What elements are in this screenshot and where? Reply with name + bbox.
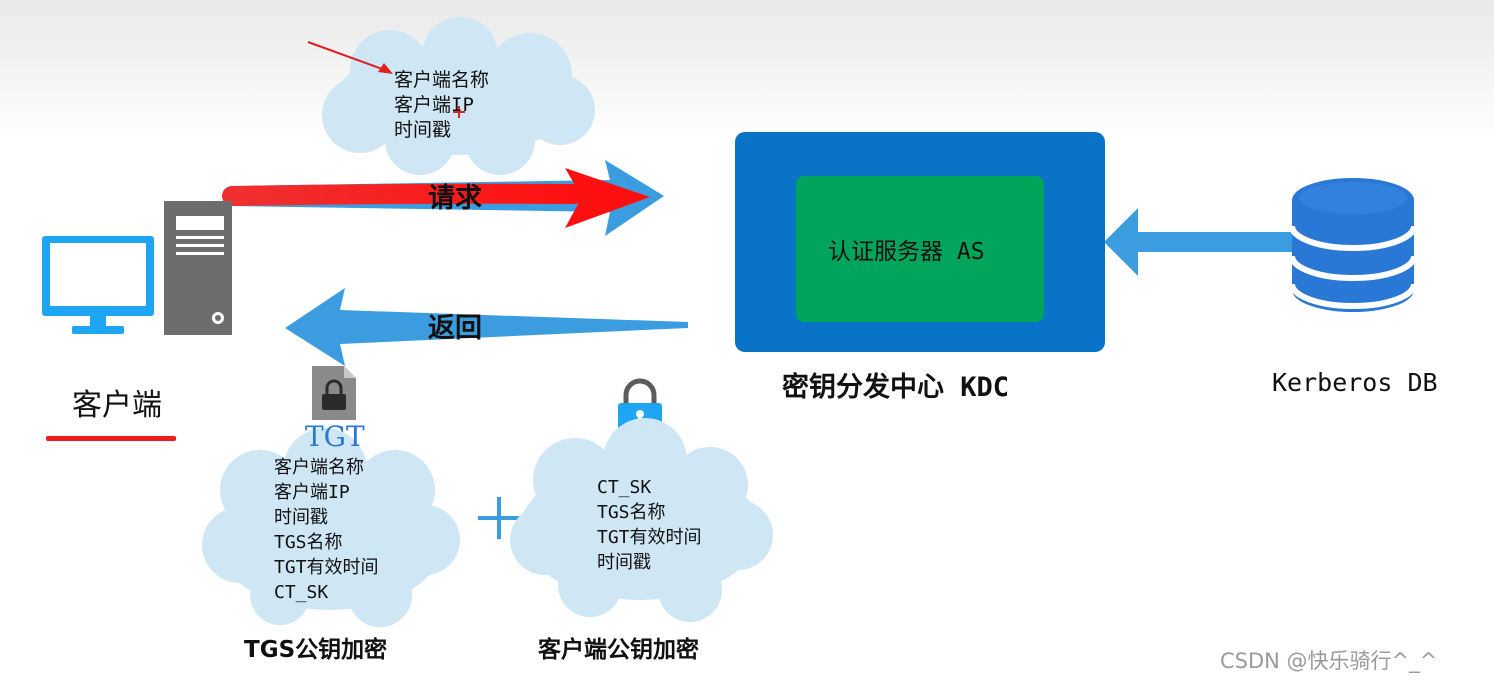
request-label: 请求 <box>428 183 482 214</box>
client-underline <box>46 436 176 441</box>
request-cloud-text: 客户端名称 客户端IP 时间戳 <box>394 68 489 143</box>
watermark: CSDN @快乐骑行^_^ <box>1220 649 1438 673</box>
request-cloud-line: 时间戳 <box>394 119 452 141</box>
tgt-line: TGS名称 <box>274 532 343 553</box>
tgt-line: CT_SK <box>274 582 329 603</box>
kdc-label: 密钥分发中心 KDC <box>782 372 1010 403</box>
red-plus-mark <box>453 106 465 118</box>
db-to-kdc-arrow <box>1104 208 1300 276</box>
as-box <box>796 176 1044 322</box>
tgt-line: 时间戳 <box>274 507 328 528</box>
tgt-title: TGT <box>305 420 365 453</box>
database-label: Kerberos DB <box>1272 368 1438 397</box>
session-cloud <box>510 418 773 622</box>
session-line: 时间戳 <box>597 552 651 573</box>
session-line: TGS名称 <box>597 502 666 523</box>
plus-sign <box>478 497 520 539</box>
session-caption: 客户端公钥加密 <box>538 637 699 663</box>
request-arrow-red <box>222 168 650 228</box>
session-line: TGT有效时间 <box>597 527 702 548</box>
tgt-line: 客户端名称 <box>274 457 364 478</box>
session-line: CT_SK <box>597 477 652 498</box>
response-arrow <box>285 288 688 366</box>
tgt-cloud-text: 客户端名称 客户端IP 时间戳 TGS名称 TGT有效时间 CT_SK <box>274 455 379 605</box>
client-label: 客户端 <box>72 388 162 423</box>
request-cloud-line: 客户端名称 <box>394 69 490 91</box>
request-cloud <box>322 17 595 175</box>
as-label: 认证服务器 AS <box>828 239 985 265</box>
monitor-icon <box>42 236 154 334</box>
file-lock-icon <box>312 366 356 420</box>
response-label: 返回 <box>428 313 482 344</box>
tgt-line: TGT有效时间 <box>274 557 379 578</box>
request-cloud-line: 客户端IP <box>394 94 474 116</box>
computer-tower-icon <box>164 201 232 335</box>
tgt-line: 客户端IP <box>274 482 350 503</box>
session-cloud-text: CT_SK TGS名称 TGT有效时间 时间戳 <box>597 475 702 575</box>
annotation-arrow <box>307 41 393 74</box>
database-icon <box>1289 178 1417 312</box>
tgt-caption: TGS公钥加密 <box>244 637 388 663</box>
tgt-cloud <box>202 428 460 627</box>
